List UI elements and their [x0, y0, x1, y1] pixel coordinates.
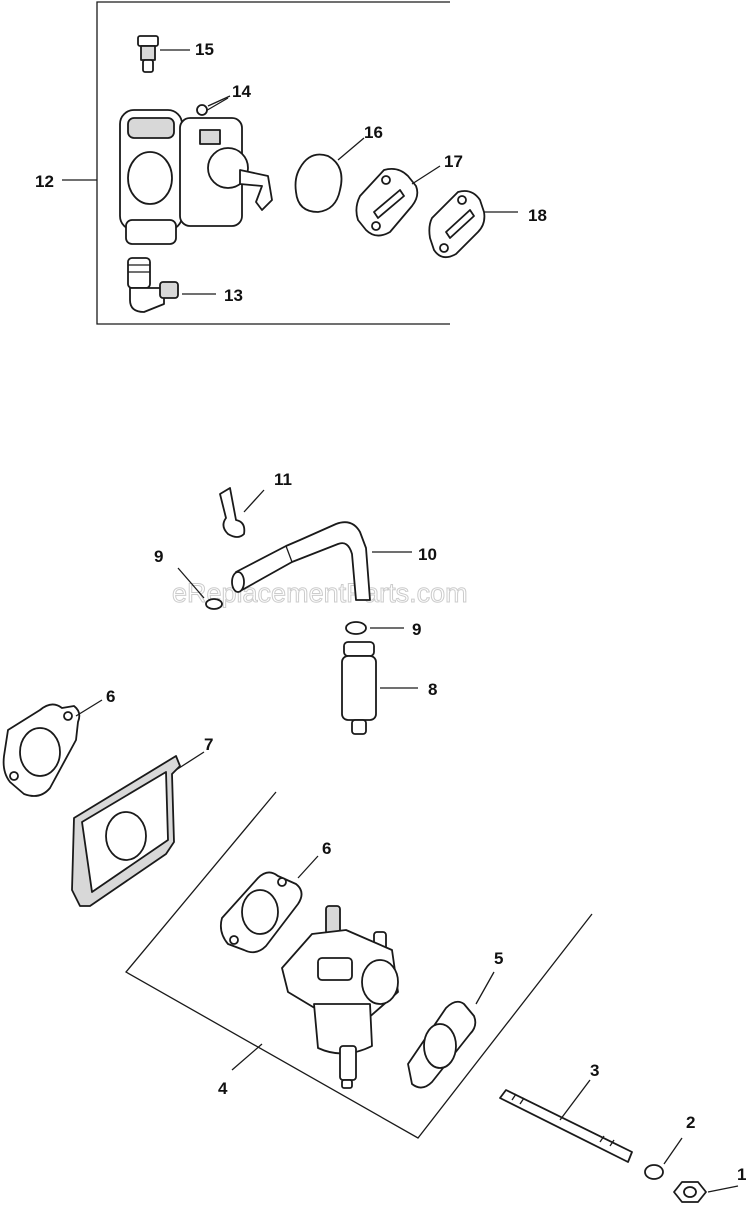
callout-14: 14 — [232, 82, 251, 101]
callout-2: 2 — [686, 1113, 695, 1132]
callout-5: 5 — [494, 949, 503, 968]
callout-3: 3 — [590, 1061, 599, 1080]
callout-4: 4 — [218, 1079, 228, 1098]
callout-12: 12 — [35, 172, 54, 191]
part-3-stud — [499, 1079, 633, 1163]
part-10-fuel-line — [231, 521, 412, 601]
part-18-gasket — [428, 190, 518, 259]
callout-13: 13 — [224, 286, 243, 305]
part-6-gasket-center — [219, 855, 319, 954]
part-4-carburetor — [281, 905, 399, 1089]
callout-6-left: 6 — [106, 687, 115, 706]
part-8-fuel-filter — [341, 641, 418, 735]
fuel-pump-group-box — [62, 1, 450, 325]
part-12-fuel-pump — [119, 97, 273, 245]
callout-9-upper: 9 — [154, 547, 163, 566]
part-11-clip — [219, 487, 265, 538]
callout-16: 16 — [364, 123, 383, 142]
callout-17: 17 — [444, 152, 463, 171]
callout-10: 10 — [418, 545, 437, 564]
part-2-lock-washer — [644, 1137, 683, 1180]
callout-11: 11 — [274, 470, 292, 489]
callout-6-center: 6 — [322, 839, 331, 858]
part-16-o-ring — [294, 137, 365, 213]
leader-14 — [207, 95, 231, 107]
part-15-fitting — [137, 35, 190, 73]
part-6-gasket-left — [2, 699, 103, 797]
part-17-gasket — [355, 165, 441, 237]
callout-18: 18 — [528, 206, 547, 225]
part-5-gasket — [407, 971, 495, 1089]
carburetor-group-box — [125, 791, 593, 1139]
callout-9-lower: 9 — [412, 620, 421, 639]
part-7-heat-shield — [71, 751, 205, 907]
part-9-clamp-upper — [177, 567, 223, 610]
callout-8: 8 — [428, 680, 437, 699]
part-13-elbow-fitting — [127, 257, 216, 313]
callout-1: 1 — [737, 1165, 746, 1184]
part-1-nut — [673, 1181, 739, 1203]
part-9-clamp-lower — [345, 621, 404, 635]
callout-15: 15 — [195, 40, 214, 59]
callout-7: 7 — [204, 735, 213, 754]
